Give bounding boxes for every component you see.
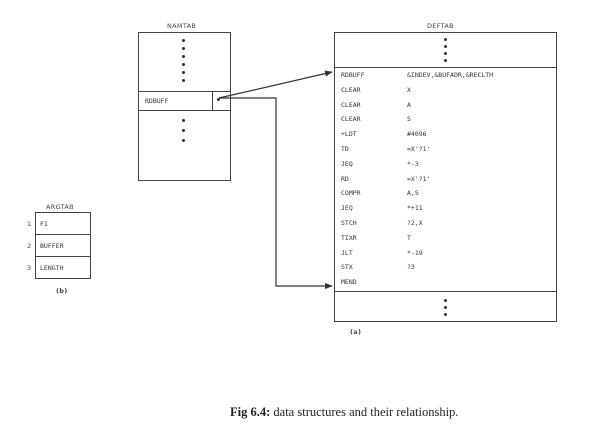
deftab-row-op: STX — [341, 263, 353, 272]
deftab-row-op: CLEAR — [341, 115, 361, 124]
deftab-row-arg: T — [407, 233, 411, 242]
deftab-row-op: STCH — [341, 219, 357, 227]
argtab-sublabel: (b) — [56, 287, 68, 295]
namtab-title: NAMTAB — [167, 22, 197, 30]
figure-caption-label: Fig 6.4: — [230, 405, 271, 419]
deftab-row-op: JEQ — [341, 159, 353, 168]
deftab-row-arg: S — [407, 115, 411, 124]
deftab-row-arg: X — [407, 85, 411, 94]
deftab-row-arg: ?2,X — [407, 219, 423, 227]
argtab-row-2-value: BUFFER — [40, 242, 64, 250]
deftab-row-op: +LDT — [341, 130, 357, 139]
argtab-row-1-index: 1 — [27, 220, 32, 228]
deftab-row-arg: =X'?1' — [407, 145, 431, 153]
deftab-row-arg: A,S — [407, 189, 419, 198]
deftab-row-op: MEND — [341, 278, 357, 287]
deftab-sublabel: (a) — [350, 328, 362, 336]
deftab-row-op: JLT — [341, 248, 353, 257]
deftab-row-arg: #4096 — [407, 130, 427, 139]
deftab-table: RDBUFF&INDEV,&BUFADR,&RECLTH CLEAR X CLEAR A… — [334, 32, 557, 322]
deftab-row-arg: *-19 — [407, 248, 423, 257]
deftab-row-op: RDBUFF — [341, 71, 365, 79]
deftab-row-op: RD — [341, 174, 349, 183]
deftab-row-arg: &INDEV,&BUFADR,&RECLTH — [407, 71, 494, 79]
arrow-to-definition-end — [219, 97, 333, 289]
deftab-row-op: COMPR — [341, 189, 361, 198]
deftab-row-op: CLEAR — [341, 100, 361, 109]
namtab-entry: RDBUFF — [145, 97, 169, 105]
deftab-row-arg: *-3 — [407, 159, 419, 168]
argtab-row-3-index: 3 — [27, 264, 32, 272]
arrow-to-definition-start — [218, 70, 333, 99]
namtab-table: RDBUFF — [138, 32, 231, 181]
figure-caption-text: data structures and their relationship. — [270, 405, 459, 419]
argtab-row-3-value: LENGTH — [40, 264, 64, 272]
deftab-row-op: TD — [341, 145, 349, 153]
figure-caption: Fig 6.4: data structures and their relat… — [230, 405, 458, 420]
deftab-row-arg: A — [407, 100, 411, 109]
deftab-row-op: CLEAR — [341, 85, 361, 94]
deftab-row-op: JEQ — [341, 204, 353, 213]
argtab-table: F1 BUFFER LENGTH — [35, 212, 91, 279]
deftab-row-arg: =X'?1' — [407, 174, 431, 183]
argtab-title: ARGTAB — [46, 203, 74, 211]
argtab-row-1-value: F1 — [40, 220, 48, 228]
deftab-row-arg: ?3 — [407, 263, 415, 272]
namtab-pointer-dot — [217, 98, 220, 101]
deftab-title: DEFTAB — [427, 22, 454, 30]
deftab-row-op: TIXR — [341, 233, 357, 242]
deftab-row-arg: *+11 — [407, 204, 423, 213]
argtab-row-2-index: 2 — [27, 242, 32, 250]
